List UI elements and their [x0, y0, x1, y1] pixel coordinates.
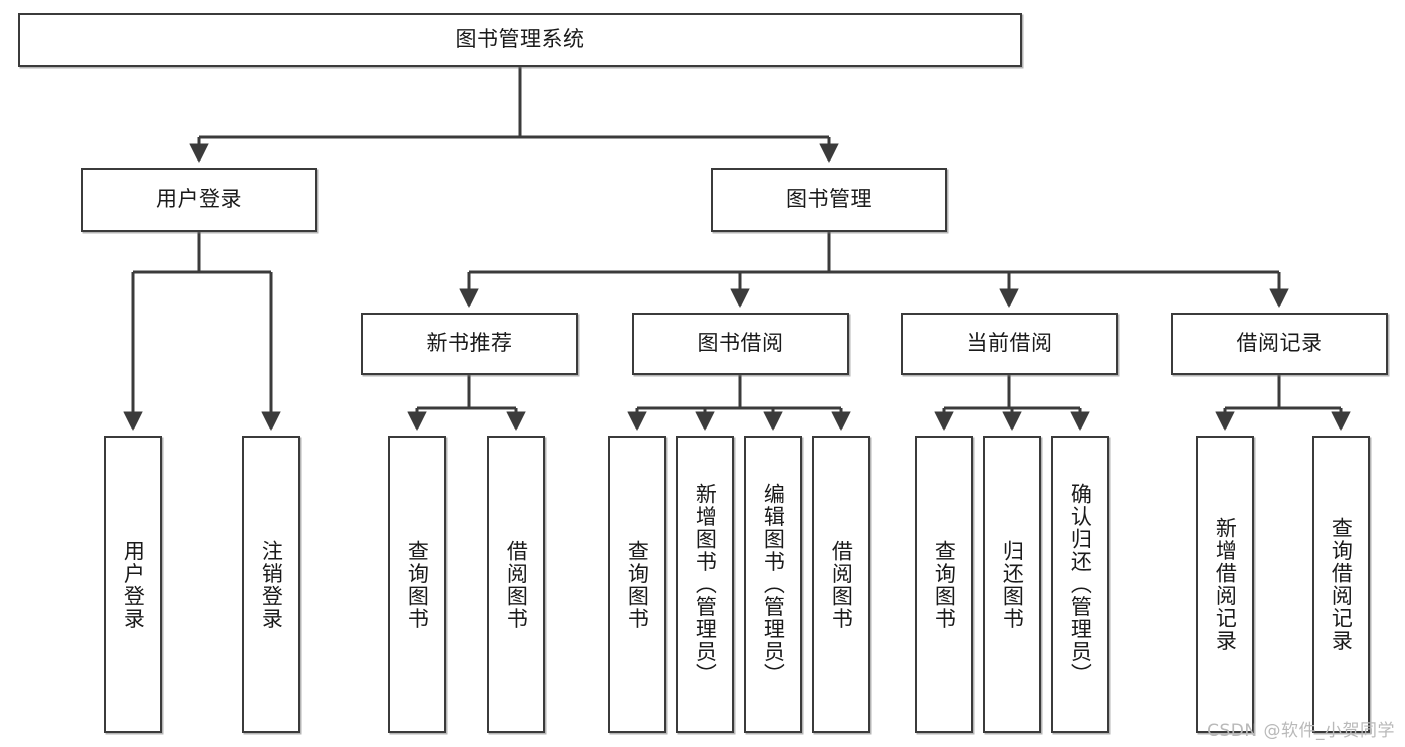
leaf-query-book-borrow[interactable]: 查询图书 [608, 436, 666, 733]
leaf-borrow-book-recommend[interactable]: 借阅图书 [487, 436, 545, 733]
node-label: 用户登录 [121, 539, 146, 630]
node-label: 新书推荐 [426, 331, 513, 356]
leaf-logout[interactable]: 注销登录 [242, 436, 300, 733]
leaf-query-book-current[interactable]: 查询图书 [915, 436, 973, 733]
node-label: 图书管理系统 [455, 27, 585, 52]
node-label: 借阅图书 [504, 539, 529, 630]
node-current-borrow[interactable]: 当前借阅 [901, 313, 1118, 375]
node-label: 归还图书 [1000, 539, 1025, 630]
node-label: 编辑图书（管理员） [761, 483, 786, 686]
leaf-query-borrow-record[interactable]: 查询借阅记录 [1312, 436, 1370, 733]
node-label: 注销登录 [259, 539, 284, 630]
leaf-return-book[interactable]: 归还图书 [983, 436, 1041, 733]
leaf-confirm-return[interactable]: 确认归还（管理员） [1051, 436, 1109, 733]
leaf-add-book[interactable]: 新增图书（管理员） [676, 436, 734, 733]
node-label: 新增图书（管理员） [693, 483, 718, 686]
leaf-edit-book[interactable]: 编辑图书（管理员） [744, 436, 802, 733]
node-label: 查询图书 [932, 539, 957, 630]
node-book-borrow[interactable]: 图书借阅 [632, 313, 849, 375]
node-label: 借阅记录 [1236, 331, 1323, 356]
node-book-management[interactable]: 图书管理 [711, 168, 947, 232]
node-label: 新增借阅记录 [1213, 517, 1238, 652]
node-label: 图书管理 [786, 187, 872, 212]
node-label: 当前借阅 [966, 331, 1053, 356]
node-label: 查询图书 [625, 539, 650, 630]
node-label: 查询借阅记录 [1329, 517, 1354, 652]
leaf-user-login[interactable]: 用户登录 [104, 436, 162, 733]
node-new-book-recommend[interactable]: 新书推荐 [361, 313, 578, 375]
node-label: 确认归还（管理员） [1068, 483, 1093, 686]
node-user-login[interactable]: 用户登录 [81, 168, 317, 232]
leaf-borrow-book[interactable]: 借阅图书 [812, 436, 870, 733]
node-label: 查询图书 [405, 539, 430, 630]
node-root[interactable]: 图书管理系统 [18, 13, 1022, 67]
node-label: 借阅图书 [829, 539, 854, 630]
leaf-query-book-recommend[interactable]: 查询图书 [388, 436, 446, 733]
node-borrow-record[interactable]: 借阅记录 [1171, 313, 1388, 375]
node-label: 图书借阅 [697, 331, 784, 356]
node-label: 用户登录 [156, 187, 242, 212]
leaf-add-borrow-record[interactable]: 新增借阅记录 [1196, 436, 1254, 733]
